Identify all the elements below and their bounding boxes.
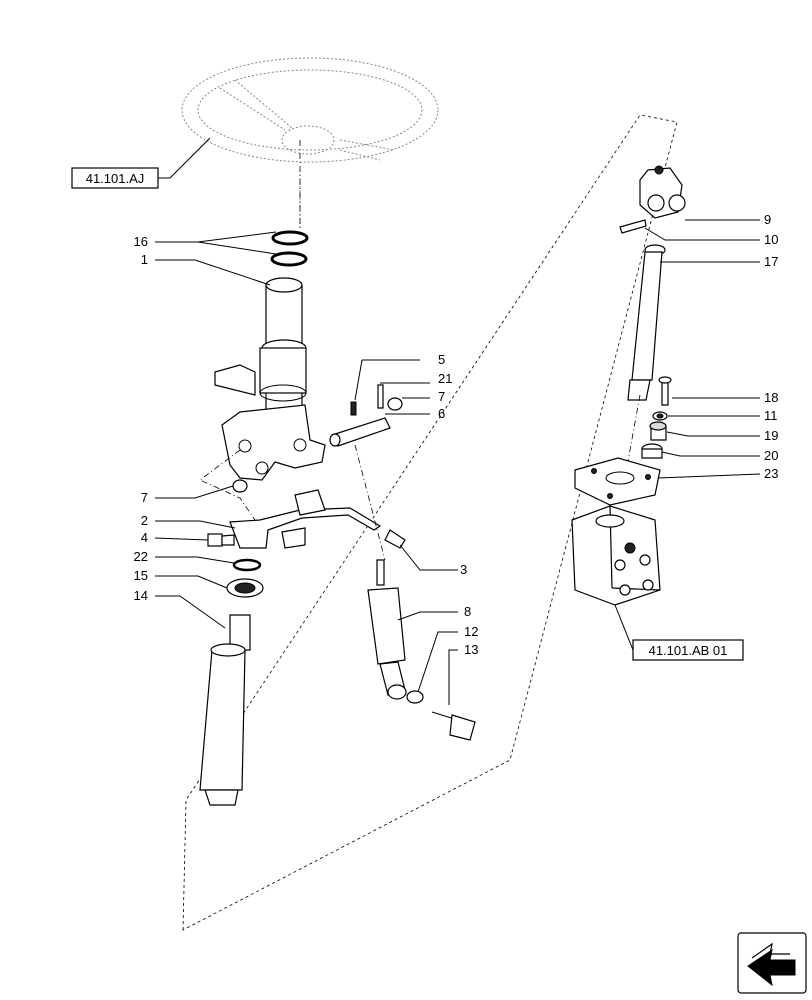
callout-15: 15 xyxy=(134,568,148,583)
reference-label: 41.101.AJ xyxy=(86,171,145,186)
callout-7: 7 xyxy=(438,389,445,404)
callout-9: 9 xyxy=(764,212,771,227)
washer-lower xyxy=(232,479,248,493)
mounting-plate xyxy=(574,457,661,506)
centerline-column xyxy=(199,449,256,521)
pivot-pin xyxy=(329,384,403,447)
reference-steering-wheel[interactable]: 41.101.AJ xyxy=(71,137,211,189)
centerline-pin xyxy=(354,444,386,561)
arrow-icon[interactable] xyxy=(737,932,807,994)
callout-22: 22 xyxy=(134,549,148,564)
callout-2: 2 xyxy=(141,513,148,528)
callout-7-lower: 7 xyxy=(141,490,148,505)
callout-8: 8 xyxy=(464,604,471,619)
leader-lines xyxy=(154,219,761,705)
callout-23: 23 xyxy=(764,466,778,481)
upper-shaft xyxy=(627,244,666,401)
tilt-lever xyxy=(229,489,382,549)
callout-1: 1 xyxy=(141,252,148,267)
steering-unit xyxy=(571,505,661,606)
callout-12: 12 xyxy=(464,624,478,639)
callout-4: 4 xyxy=(141,530,148,545)
universal-joint xyxy=(639,165,686,219)
callout-19: 19 xyxy=(764,428,778,443)
bolt-small xyxy=(207,533,235,547)
bearing xyxy=(226,578,264,598)
lower-shaft xyxy=(199,614,251,806)
callout-14: 14 xyxy=(134,588,148,603)
reference-steering-unit[interactable]: 41.101.AB 01 xyxy=(614,604,744,661)
steering-wheel-ghost xyxy=(181,57,439,230)
roll-pin xyxy=(619,219,647,234)
callout-11: 11 xyxy=(764,408,778,423)
callout-18: 18 xyxy=(764,390,778,405)
callout-21: 21 xyxy=(438,371,452,386)
bushing xyxy=(406,690,424,704)
steering-unit-hardware xyxy=(641,376,672,459)
o-rings xyxy=(270,230,309,267)
callout-5: 5 xyxy=(438,352,445,367)
callout-6: 6 xyxy=(438,406,445,421)
callout-17: 17 xyxy=(764,254,778,269)
callout-13: 13 xyxy=(464,642,478,657)
callout-10: 10 xyxy=(764,232,778,247)
reference-label: 41.101.AB 01 xyxy=(649,643,728,658)
assembly-boundary xyxy=(182,114,678,931)
callout-3: 3 xyxy=(460,562,467,577)
callout-16: 16 xyxy=(134,234,148,249)
bolt-lower xyxy=(431,711,476,741)
snap-ring xyxy=(232,558,262,572)
column-tube xyxy=(259,277,307,421)
column-bracket xyxy=(214,364,326,481)
callout-20: 20 xyxy=(764,448,778,463)
gas-spring xyxy=(367,529,407,700)
callout-labels: 16 1 5 21 7 6 7 2 4 22 15 14 3 8 12 13 9… xyxy=(134,212,779,657)
